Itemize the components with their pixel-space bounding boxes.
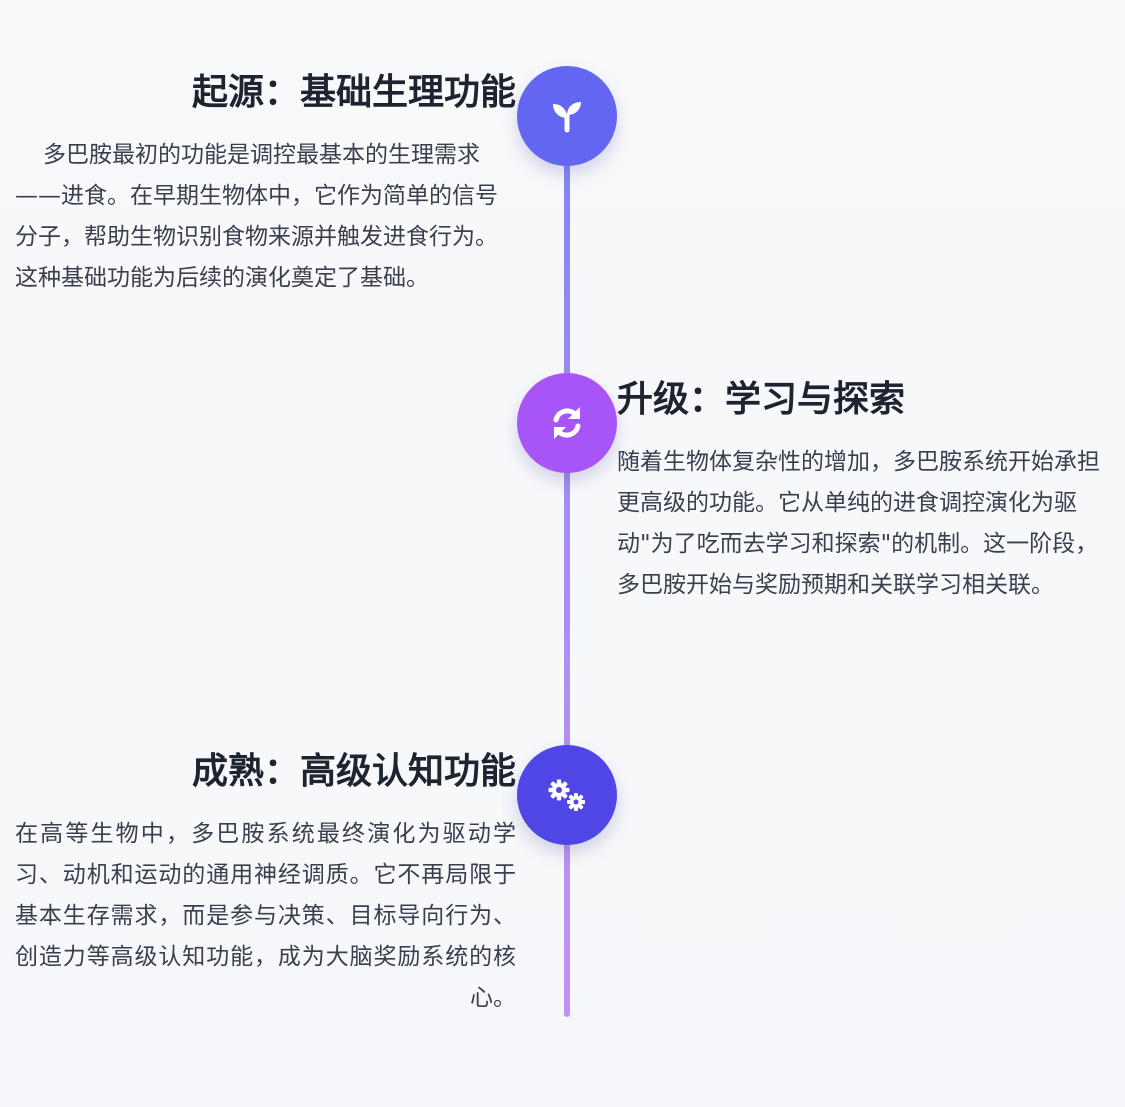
stage-3-title: 成熟：高级认知功能 [191,751,516,792]
seedling-icon [547,96,587,136]
sync-icon [547,403,587,443]
stage-1-node [517,66,617,166]
stage-3-description: 在高等生物中，多巴胺系统最终演化为驱动学习、动机和运动的通用神经调质。它不再局限… [15,821,516,1011]
stage-1-title: 起源：基础生理功能 [191,72,516,113]
timeline-line [564,112,570,1017]
stage-3-node [517,745,617,845]
stage-2-node [517,373,617,473]
stage-1-description: 多巴胺最初的功能是调控最基本的生理需求——进食。在早期生物体中，它作为简单的信号… [15,142,498,291]
cogs-icon [543,775,591,815]
stage-2-description: 随着生物体复杂性的增加，多巴胺系统开始承担更高级的功能。它从单纯的进食调控演化为… [617,449,1100,598]
stage-2-title: 升级：学习与探索 [617,379,906,420]
